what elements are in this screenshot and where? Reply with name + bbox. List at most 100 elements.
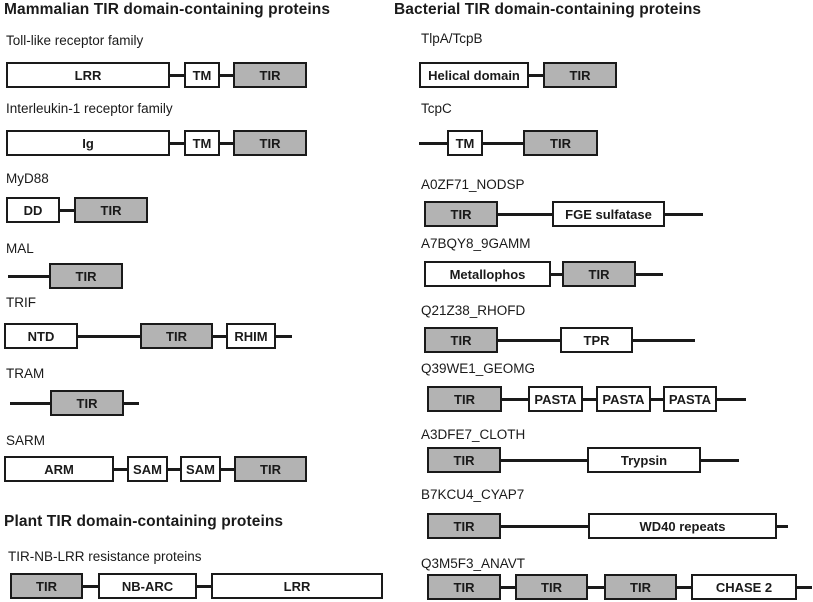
connector-line [78, 334, 140, 338]
protein-name-q39we1-geomg: Q39WE1_GEOMG [421, 361, 536, 376]
connector-line [220, 141, 233, 145]
connector-line [83, 584, 98, 588]
connector-line [419, 141, 447, 145]
domain-box-tir: TIR [427, 574, 501, 600]
domain-box-tir: TIR [74, 197, 148, 223]
connector-line [502, 397, 528, 401]
domain-box-tir: TIR [234, 456, 307, 482]
protein-name-a0zf71-nodsp: A0ZF71_NODSP [421, 177, 525, 192]
protein-name-mal: MAL [6, 241, 34, 256]
connector-line [60, 208, 74, 212]
connector-line [498, 338, 560, 342]
connector-line [633, 338, 695, 342]
domain-box-pasta: PASTA [596, 386, 651, 412]
domain-box-rhim: RHIM [226, 323, 276, 349]
connector-line [170, 141, 184, 145]
protein-name-tlpa-tcpb: TlpA/TcpB [421, 31, 483, 46]
protein-row-tlpa-tcpb: Helical domain TIR [419, 62, 617, 88]
connector-line [501, 458, 587, 462]
connector-line [124, 401, 139, 405]
domain-box-nb-arc: NB-ARC [98, 573, 197, 599]
protein-name-interleukin-1-receptor-family: Interleukin-1 receptor family [6, 101, 173, 116]
protein-name-sarm: SARM [6, 433, 46, 448]
domain-box-lrr: LRR [6, 62, 170, 88]
domain-box-tir: TIR [523, 130, 598, 156]
domain-box-tir: TIR [424, 201, 498, 227]
connector-line [665, 212, 703, 216]
section-title-plant: Plant TIR domain-containing proteins [4, 513, 284, 530]
protein-name-toll-like-receptor-family: Toll-like receptor family [6, 33, 144, 48]
connector-line [220, 73, 233, 77]
domain-box-tir: TIR [427, 386, 502, 412]
connector-line [168, 467, 180, 471]
protein-row-toll-like-receptor-family: LRR TM TIR [6, 62, 307, 88]
connector-line [498, 212, 552, 216]
connector-line [197, 584, 211, 588]
domain-box-pasta: PASTA [663, 386, 717, 412]
protein-name-a3dfe7-cloth: A3DFE7_CLOTH [421, 427, 526, 442]
protein-name-tcpc: TcpC [421, 101, 452, 116]
connector-line [777, 524, 788, 528]
protein-row-interleukin-1-receptor-family: Ig TM TIR [6, 130, 307, 156]
protein-row-tir-nb-lrr-resistance-proteins: TIR NB-ARC LRR [10, 573, 383, 599]
connector-line [483, 141, 523, 145]
protein-name-q3m5f3-anavt: Q3M5F3_ANAVT [421, 556, 526, 571]
domain-box-tir: TIR [233, 62, 307, 88]
protein-row-mal: TIR [8, 263, 123, 289]
protein-name-tir-nb-lrr-resistance-proteins: TIR-NB-LRR resistance proteins [8, 549, 202, 564]
domain-box-metallophos: Metallophos [424, 261, 551, 287]
domain-box-sam: SAM [127, 456, 168, 482]
connector-line [8, 274, 49, 278]
domain-box-tir: TIR [10, 573, 83, 599]
protein-name-a7bqy8-9gamm: A7BQY8_9GAMM [421, 236, 531, 251]
connector-line [213, 334, 226, 338]
domain-box-ig: Ig [6, 130, 170, 156]
domain-box-tir: TIR [543, 62, 617, 88]
domain-box-tir: TIR [515, 574, 588, 600]
connector-line [797, 585, 812, 589]
protein-name-tram: TRAM [6, 366, 45, 381]
domain-box-tir: TIR [50, 390, 124, 416]
connector-line [717, 397, 746, 401]
domain-box-lrr: LRR [211, 573, 383, 599]
domain-box-wd40-repeats: WD40 repeats [588, 513, 777, 539]
domain-box-tir: TIR [140, 323, 213, 349]
connector-line [501, 524, 588, 528]
connector-line [276, 334, 292, 338]
domain-box-tir: TIR [427, 513, 501, 539]
domain-box-arm: ARM [4, 456, 114, 482]
protein-name-trif: TRIF [6, 295, 36, 310]
connector-line [170, 73, 184, 77]
domain-box-sam: SAM [180, 456, 221, 482]
connector-line [701, 458, 739, 462]
domain-box-tir: TIR [604, 574, 677, 600]
connector-line [588, 585, 604, 589]
protein-name-b7kcu4-cyap7: B7KCU4_CYAP7 [421, 487, 525, 502]
protein-row-tram: TIR [10, 390, 139, 416]
protein-row-sarm: ARM SAM SAM TIR [4, 456, 307, 482]
connector-line [551, 272, 562, 276]
section-title-mammalian: Mammalian TIR domain-containing proteins [4, 1, 331, 18]
domain-box-tir: TIR [49, 263, 123, 289]
connector-line [501, 585, 515, 589]
domain-box-tir: TIR [427, 447, 501, 473]
domain-box-trypsin: Trypsin [587, 447, 701, 473]
domain-box-tir: TIR [562, 261, 636, 287]
domain-box-helical-domain: Helical domain [419, 62, 529, 88]
domain-box-tir: TIR [424, 327, 498, 353]
connector-line [114, 467, 127, 471]
domain-box-ntd: NTD [4, 323, 78, 349]
domain-box-tir: TIR [233, 130, 307, 156]
connector-line [10, 401, 50, 405]
protein-row-trif: NTD TIR RHIM [4, 323, 292, 349]
protein-row-a7bqy8-9gamm: Metallophos TIR [424, 261, 663, 287]
domain-box-tm: TM [184, 130, 220, 156]
domain-box-tm: TM [184, 62, 220, 88]
protein-name-myd88: MyD88 [6, 171, 49, 186]
